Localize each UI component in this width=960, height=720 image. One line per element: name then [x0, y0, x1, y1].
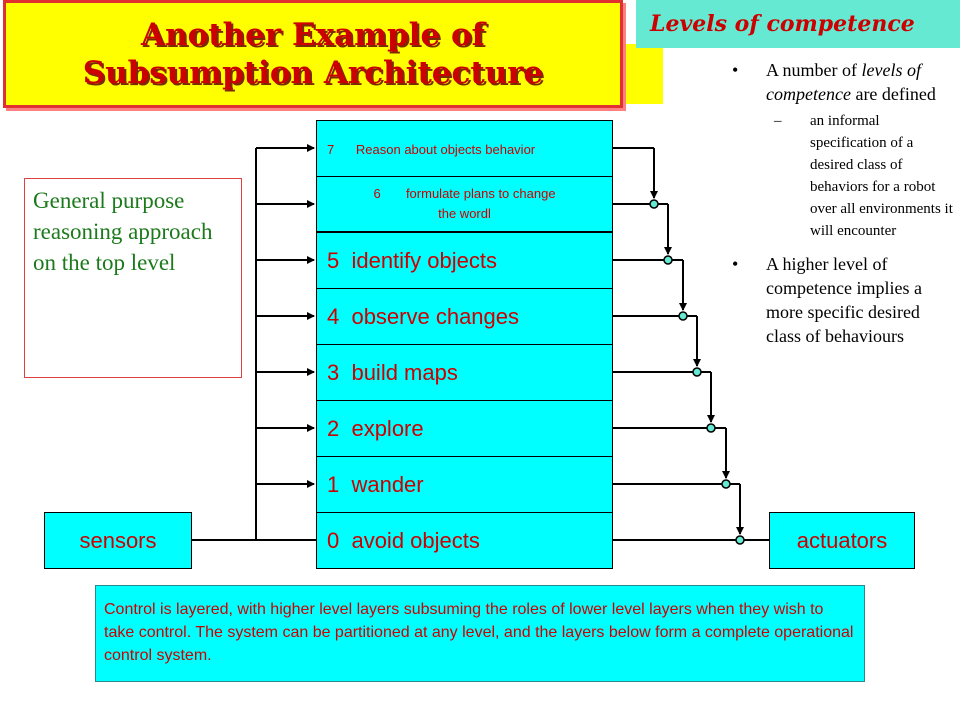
sensors-label: sensors — [79, 527, 157, 553]
bullet-list: • A number of levels of competence are d… — [730, 58, 958, 348]
actuators-label: actuators — [796, 527, 888, 553]
layer-7: 7 Reason about objects behavior — [316, 120, 613, 178]
bullet-text-plain: A number of — [766, 60, 862, 80]
suppression-node — [663, 255, 673, 265]
sub-bullet-marker: – — [774, 113, 782, 129]
bottom-note-text: Control is layered, with higher level la… — [104, 601, 854, 664]
slide-title-box: Another Example of Subsumption Architect… — [3, 0, 623, 108]
bullet-item-levels: • A number of levels of competence are d… — [730, 58, 958, 242]
layer-0-label: 0 avoid objects — [327, 527, 480, 553]
title-backdrop — [623, 44, 663, 104]
layer-7-label: 7 Reason about objects behavior — [327, 141, 536, 157]
layer-6-label: 6 formulate plans to change the wordl — [373, 186, 560, 221]
layer-6: 6 formulate plans to change the wordl — [316, 176, 613, 232]
slide-title: Another Example of Subsumption Architect… — [82, 17, 544, 91]
layer-3-label: 3 build maps — [327, 359, 458, 385]
levels-header: Levels of competence — [636, 0, 960, 48]
layer-1-label: 1 wander — [327, 471, 424, 497]
layer-1: 1 wander — [316, 456, 613, 513]
bullet-text-italic: levels of competence — [766, 60, 921, 104]
layer-2: 2 explore — [316, 400, 613, 457]
bottom-note-box: Control is layered, with higher level la… — [95, 585, 865, 682]
sub-bullet-text: an informal specification of a desired c… — [810, 113, 953, 239]
suppression-node — [735, 535, 745, 545]
actuators-box: actuators — [769, 512, 915, 569]
suppression-node — [721, 479, 731, 489]
bullet-text: A higher level of competence implies a m… — [766, 254, 922, 346]
suppression-node — [706, 423, 716, 433]
levels-header-text: Levels of competence — [650, 11, 915, 37]
suppression-node — [692, 367, 702, 377]
layer-5: 5 identify objects — [316, 232, 613, 289]
suppression-node — [649, 199, 659, 209]
bullet-text-plain: are defined — [850, 84, 936, 104]
bullet-marker: • — [732, 254, 739, 274]
layer-5-label: 5 identify objects — [327, 247, 497, 273]
layer-0: 0 avoid objects — [316, 512, 613, 569]
layer-4: 4 observe changes — [316, 288, 613, 345]
bullet-item-higher-level: • A higher level of competence implies a… — [730, 252, 958, 348]
sub-bullet-item: – an informal specification of a desired… — [730, 110, 958, 242]
suppression-node — [678, 311, 688, 321]
layer-2-label: 2 explore — [327, 415, 424, 441]
bullet-marker: • — [732, 60, 739, 80]
layer-4-label: 4 observe changes — [327, 303, 520, 329]
general-purpose-note: General purpose reasoning approach on th… — [24, 178, 242, 378]
layer-3: 3 build maps — [316, 344, 613, 401]
sensors-box: sensors — [44, 512, 192, 569]
